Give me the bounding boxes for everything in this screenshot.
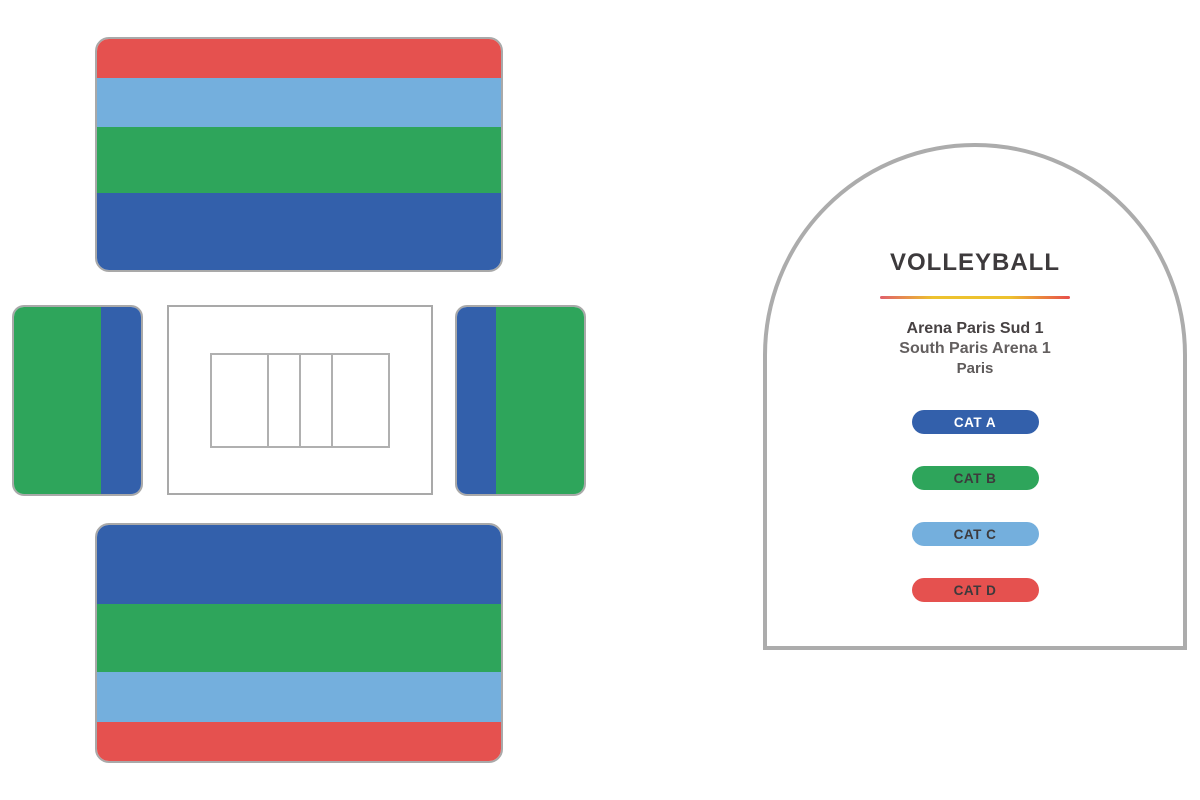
court-center-line <box>299 355 301 446</box>
section-cat-b <box>14 307 102 494</box>
section-cat-c <box>97 672 501 722</box>
volleyball-court <box>210 353 390 448</box>
section-cat-d <box>97 721 501 761</box>
venue-city: Paris <box>956 360 994 377</box>
section-cat-c <box>97 78 501 127</box>
section-cat-b <box>97 604 501 673</box>
stand-south <box>95 523 503 763</box>
category-legend: CAT A CAT B CAT C CAT D <box>767 410 1183 602</box>
section-cat-a <box>101 307 141 494</box>
category-badge-cat-b[interactable]: CAT B <box>911 466 1039 490</box>
sport-title: VOLLEYBALL <box>890 249 1060 276</box>
court-attack-line-left <box>267 355 269 446</box>
venue-name-en: South Paris Arena 1 <box>899 340 1051 357</box>
section-cat-b <box>495 307 584 494</box>
stand-north <box>95 37 503 272</box>
field-of-play <box>167 305 433 495</box>
stand-east <box>455 305 586 496</box>
section-cat-a <box>97 193 501 270</box>
venue-name-fr: Arena Paris Sud 1 <box>906 320 1044 337</box>
section-cat-b <box>97 126 501 194</box>
court-attack-line-right <box>331 355 333 446</box>
category-badge-cat-c[interactable]: CAT C <box>911 522 1039 546</box>
category-badge-cat-d[interactable]: CAT D <box>911 578 1039 602</box>
section-cat-a <box>457 307 496 494</box>
section-cat-a <box>97 525 501 605</box>
venue-name-block: Arena Paris Sud 1 South Paris Arena 1 Pa… <box>767 319 1183 379</box>
stand-west <box>12 305 143 496</box>
legend-card: VOLLEYBALL Arena Paris Sud 1 South Paris… <box>763 143 1187 650</box>
legend-divider <box>880 296 1070 299</box>
section-cat-d <box>97 39 501 79</box>
category-badge-cat-a[interactable]: CAT A <box>911 410 1039 434</box>
